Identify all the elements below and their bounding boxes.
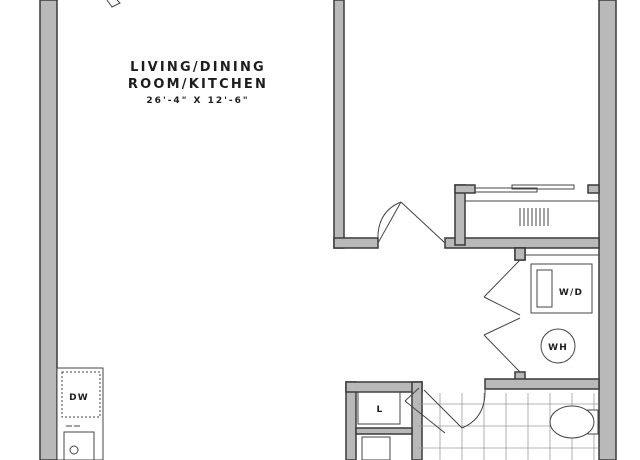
- living-room-name-line1: LIVING/DINING: [130, 60, 266, 75]
- wall-closet-top-right: [587, 184, 600, 194]
- bedroom-door-swing: [377, 201, 446, 244]
- wall-linen-shelf: [355, 427, 413, 435]
- wall-linen-top: [345, 381, 423, 393]
- wall-bedroom-bottom-right: [444, 237, 600, 249]
- wall-linen-left: [345, 381, 357, 460]
- linen-closet-door: [357, 391, 401, 425]
- wall-bedroom-left: [333, 0, 345, 249]
- wall-linen-right: [411, 381, 423, 460]
- wall-bath-top: [484, 378, 600, 390]
- wall-bedroom-bottom-left: [333, 237, 379, 249]
- bathroom-door-swing: [404, 387, 486, 434]
- linen-lower-cabinet: [361, 436, 391, 460]
- dishwasher: [61, 371, 101, 418]
- living-room-dimensions: 26'-4" X 12'-6": [146, 96, 250, 106]
- wall-laundry-left-top: [514, 247, 526, 261]
- laundry-door-swing: [483, 259, 521, 373]
- dishwasher-label: DW: [69, 393, 89, 403]
- toilet: [549, 405, 599, 439]
- wall-exterior-left: [39, 0, 58, 460]
- kitchen-sink: [63, 425, 95, 460]
- living-room-name-line2: ROOM/KITCHEN: [127, 77, 269, 92]
- linen-closet-label: L: [377, 405, 384, 415]
- entry-door: [106, 0, 121, 8]
- washer-dryer: W/D: [530, 263, 593, 314]
- water-heater-label: WH: [548, 343, 568, 353]
- closet-hangers: [519, 208, 549, 226]
- wall-exterior-right: [598, 0, 617, 460]
- wall-closet-left: [454, 184, 466, 246]
- water-heater: WH: [540, 328, 576, 364]
- washer-dryer-label: W/D: [559, 288, 583, 298]
- bathroom-tile-floor: [418, 393, 598, 460]
- closet-sliding-door: [474, 184, 575, 193]
- wall-closet-top-left: [454, 184, 476, 194]
